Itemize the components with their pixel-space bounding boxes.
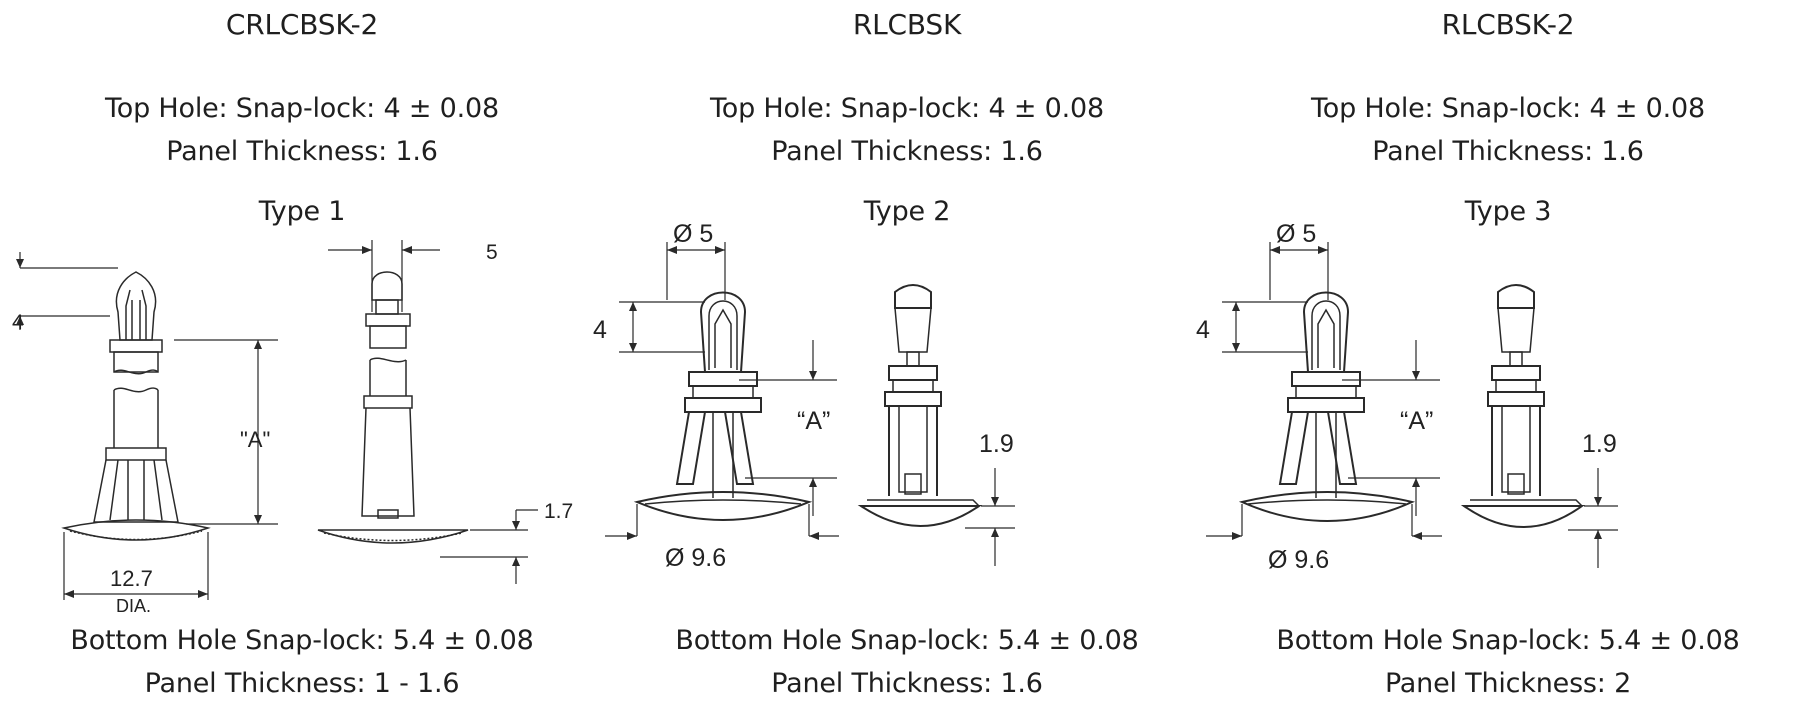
bottom-panel-thickness: Panel Thickness: 1.6	[771, 668, 1043, 699]
type-1-drawing: 4 "A" 5 1.7 12.7 DIA.	[12, 240, 573, 616]
front-view-spacer	[633, 291, 813, 521]
product-code: RLCBSK	[852, 8, 962, 41]
top-panel-thickness: Panel Thickness: 1.6	[771, 136, 1043, 167]
front-view-spacer	[1238, 291, 1416, 522]
top-dia-dim: Ø 5	[673, 220, 713, 248]
top-panel-thickness: Panel Thickness: 1.6	[166, 136, 438, 167]
type-2-drawing: Ø 5 4 “A” 1.9 Ø 9.6	[593, 220, 1015, 572]
top-hole-spec: Top Hole: Snap-lock: 4 ± 0.08	[1311, 93, 1705, 124]
bottom-panel-thickness: Panel Thickness: 1 - 1.6	[144, 668, 460, 699]
bottom-hole-spec: Bottom Hole Snap-lock: 5.4 ± 0.08	[1276, 625, 1740, 656]
base-dia-dim: 12.7	[110, 566, 153, 591]
product-code: RLCBSK-2	[1441, 8, 1575, 41]
top-height-dim: 4	[1196, 316, 1210, 344]
type-label: Type 1	[258, 196, 346, 227]
top-panel-thickness: Panel Thickness: 1.6	[1372, 136, 1644, 167]
base-dia-note: DIA.	[116, 596, 151, 616]
base-thickness-dim: 1.7	[544, 500, 573, 523]
length-dim: “A”	[797, 407, 830, 435]
side-view-spacer	[1460, 284, 1586, 528]
side-view-spacer	[857, 284, 983, 527]
type-label: Type 3	[1464, 196, 1552, 227]
type-label: Type 2	[863, 196, 951, 227]
type-3-drawing: Ø 5 4 “A” 1.9 Ø 9.6	[1196, 220, 1618, 574]
base-thickness-dim: 1.9	[979, 430, 1014, 458]
bottom-hole-spec: Bottom Hole Snap-lock: 5.4 ± 0.08	[70, 625, 534, 656]
length-dim: "A"	[240, 427, 270, 452]
top-width-dim: 5	[486, 241, 498, 264]
dimension-lines	[605, 242, 1015, 566]
front-view-spacer	[61, 271, 211, 541]
top-hole-spec: Top Hole: Snap-lock: 4 ± 0.08	[710, 93, 1104, 124]
dimension-lines	[1206, 242, 1618, 568]
bottom-hole-spec: Bottom Hole Snap-lock: 5.4 ± 0.08	[675, 625, 1139, 656]
product-code: CRLCBSK-2	[225, 8, 379, 41]
top-height-dim: 4	[593, 316, 607, 344]
base-thickness-dim: 1.9	[1582, 430, 1617, 458]
product-column-rlcbsk: RLCBSK Top Hole: Snap-lock: 4 ± 0.08 Pan…	[593, 0, 1209, 728]
top-hole-spec: Top Hole: Snap-lock: 4 ± 0.08	[105, 93, 499, 124]
base-dia-dim: Ø 9.6	[665, 544, 726, 572]
side-view-spacer	[317, 271, 469, 544]
product-column-rlcbsk-2: RLCBSK-2 Top Hole: Snap-lock: 4 ± 0.08 P…	[1196, 0, 1810, 728]
top-dia-dim: Ø 5	[1276, 220, 1316, 248]
top-height-dim: 4	[12, 311, 24, 334]
product-column-crlcbsk-2: CRLCBSK-2 Top Hole: Snap-lock: 4 ± 0.08 …	[0, 0, 604, 728]
dimension-lines	[16, 240, 538, 600]
base-dia-dim: Ø 9.6	[1268, 546, 1329, 574]
length-dim: “A”	[1400, 407, 1433, 435]
bottom-panel-thickness: Panel Thickness: 2	[1384, 668, 1632, 699]
